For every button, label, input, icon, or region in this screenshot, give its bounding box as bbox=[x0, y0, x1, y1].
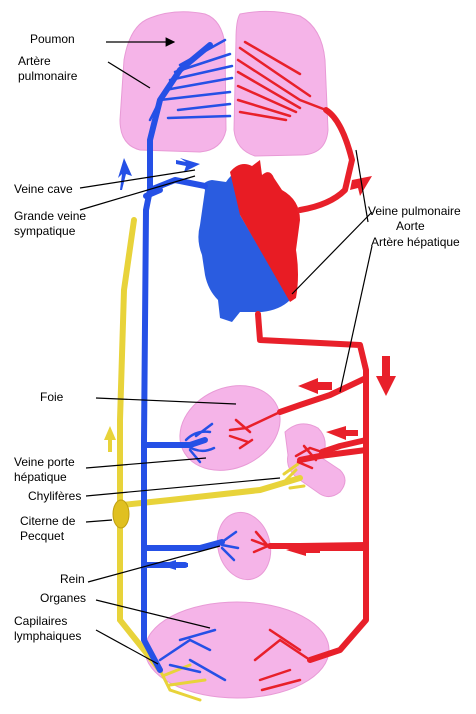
red-arrow-down-aorta bbox=[376, 356, 396, 396]
red-arrow-intestine bbox=[326, 426, 358, 440]
label-citerne-line1: Citerne de bbox=[20, 514, 75, 528]
blue-arrow-right bbox=[176, 158, 200, 172]
label-aorte: Aorte bbox=[396, 219, 425, 233]
label-foie: Foie bbox=[40, 390, 63, 404]
right-lung bbox=[234, 11, 328, 156]
label-artere-hepatique: Artère hépatique bbox=[371, 235, 460, 249]
label-capillaires-line2: lymphaiques bbox=[14, 629, 81, 643]
label-artere-pulmonaire-line1: Artère bbox=[18, 54, 51, 68]
label-capillaires-line1: Capilaires bbox=[14, 614, 67, 628]
blue-arrow-up bbox=[118, 158, 132, 190]
label-citerne-line2: Pecquet bbox=[20, 529, 64, 543]
label-veine-pulmonaire: Veine pulmonaire bbox=[368, 204, 461, 218]
label-veine-cave: Veine cave bbox=[14, 182, 73, 196]
label-rein: Rein bbox=[60, 572, 85, 586]
vena-cava bbox=[144, 190, 160, 670]
citerne-de-pecquet bbox=[113, 500, 129, 528]
label-artere-pulmonaire-line2: pulmonaire bbox=[18, 69, 77, 83]
label-grande-veine-line1: Grande veine bbox=[14, 209, 86, 223]
lymph-up-arrow bbox=[104, 426, 116, 452]
label-veine-porte-line1: Veine porte bbox=[14, 455, 75, 469]
label-veine-porte-line2: hépatique bbox=[14, 470, 67, 484]
label-grande-veine-line2: sympatique bbox=[14, 224, 75, 238]
red-arrow-liver bbox=[298, 378, 332, 394]
label-poumon: Poumon bbox=[30, 32, 75, 46]
liver bbox=[166, 370, 294, 486]
label-organes: Organes bbox=[40, 591, 86, 605]
heart bbox=[198, 160, 300, 322]
label-chyliferes: Chylifères bbox=[28, 489, 81, 503]
